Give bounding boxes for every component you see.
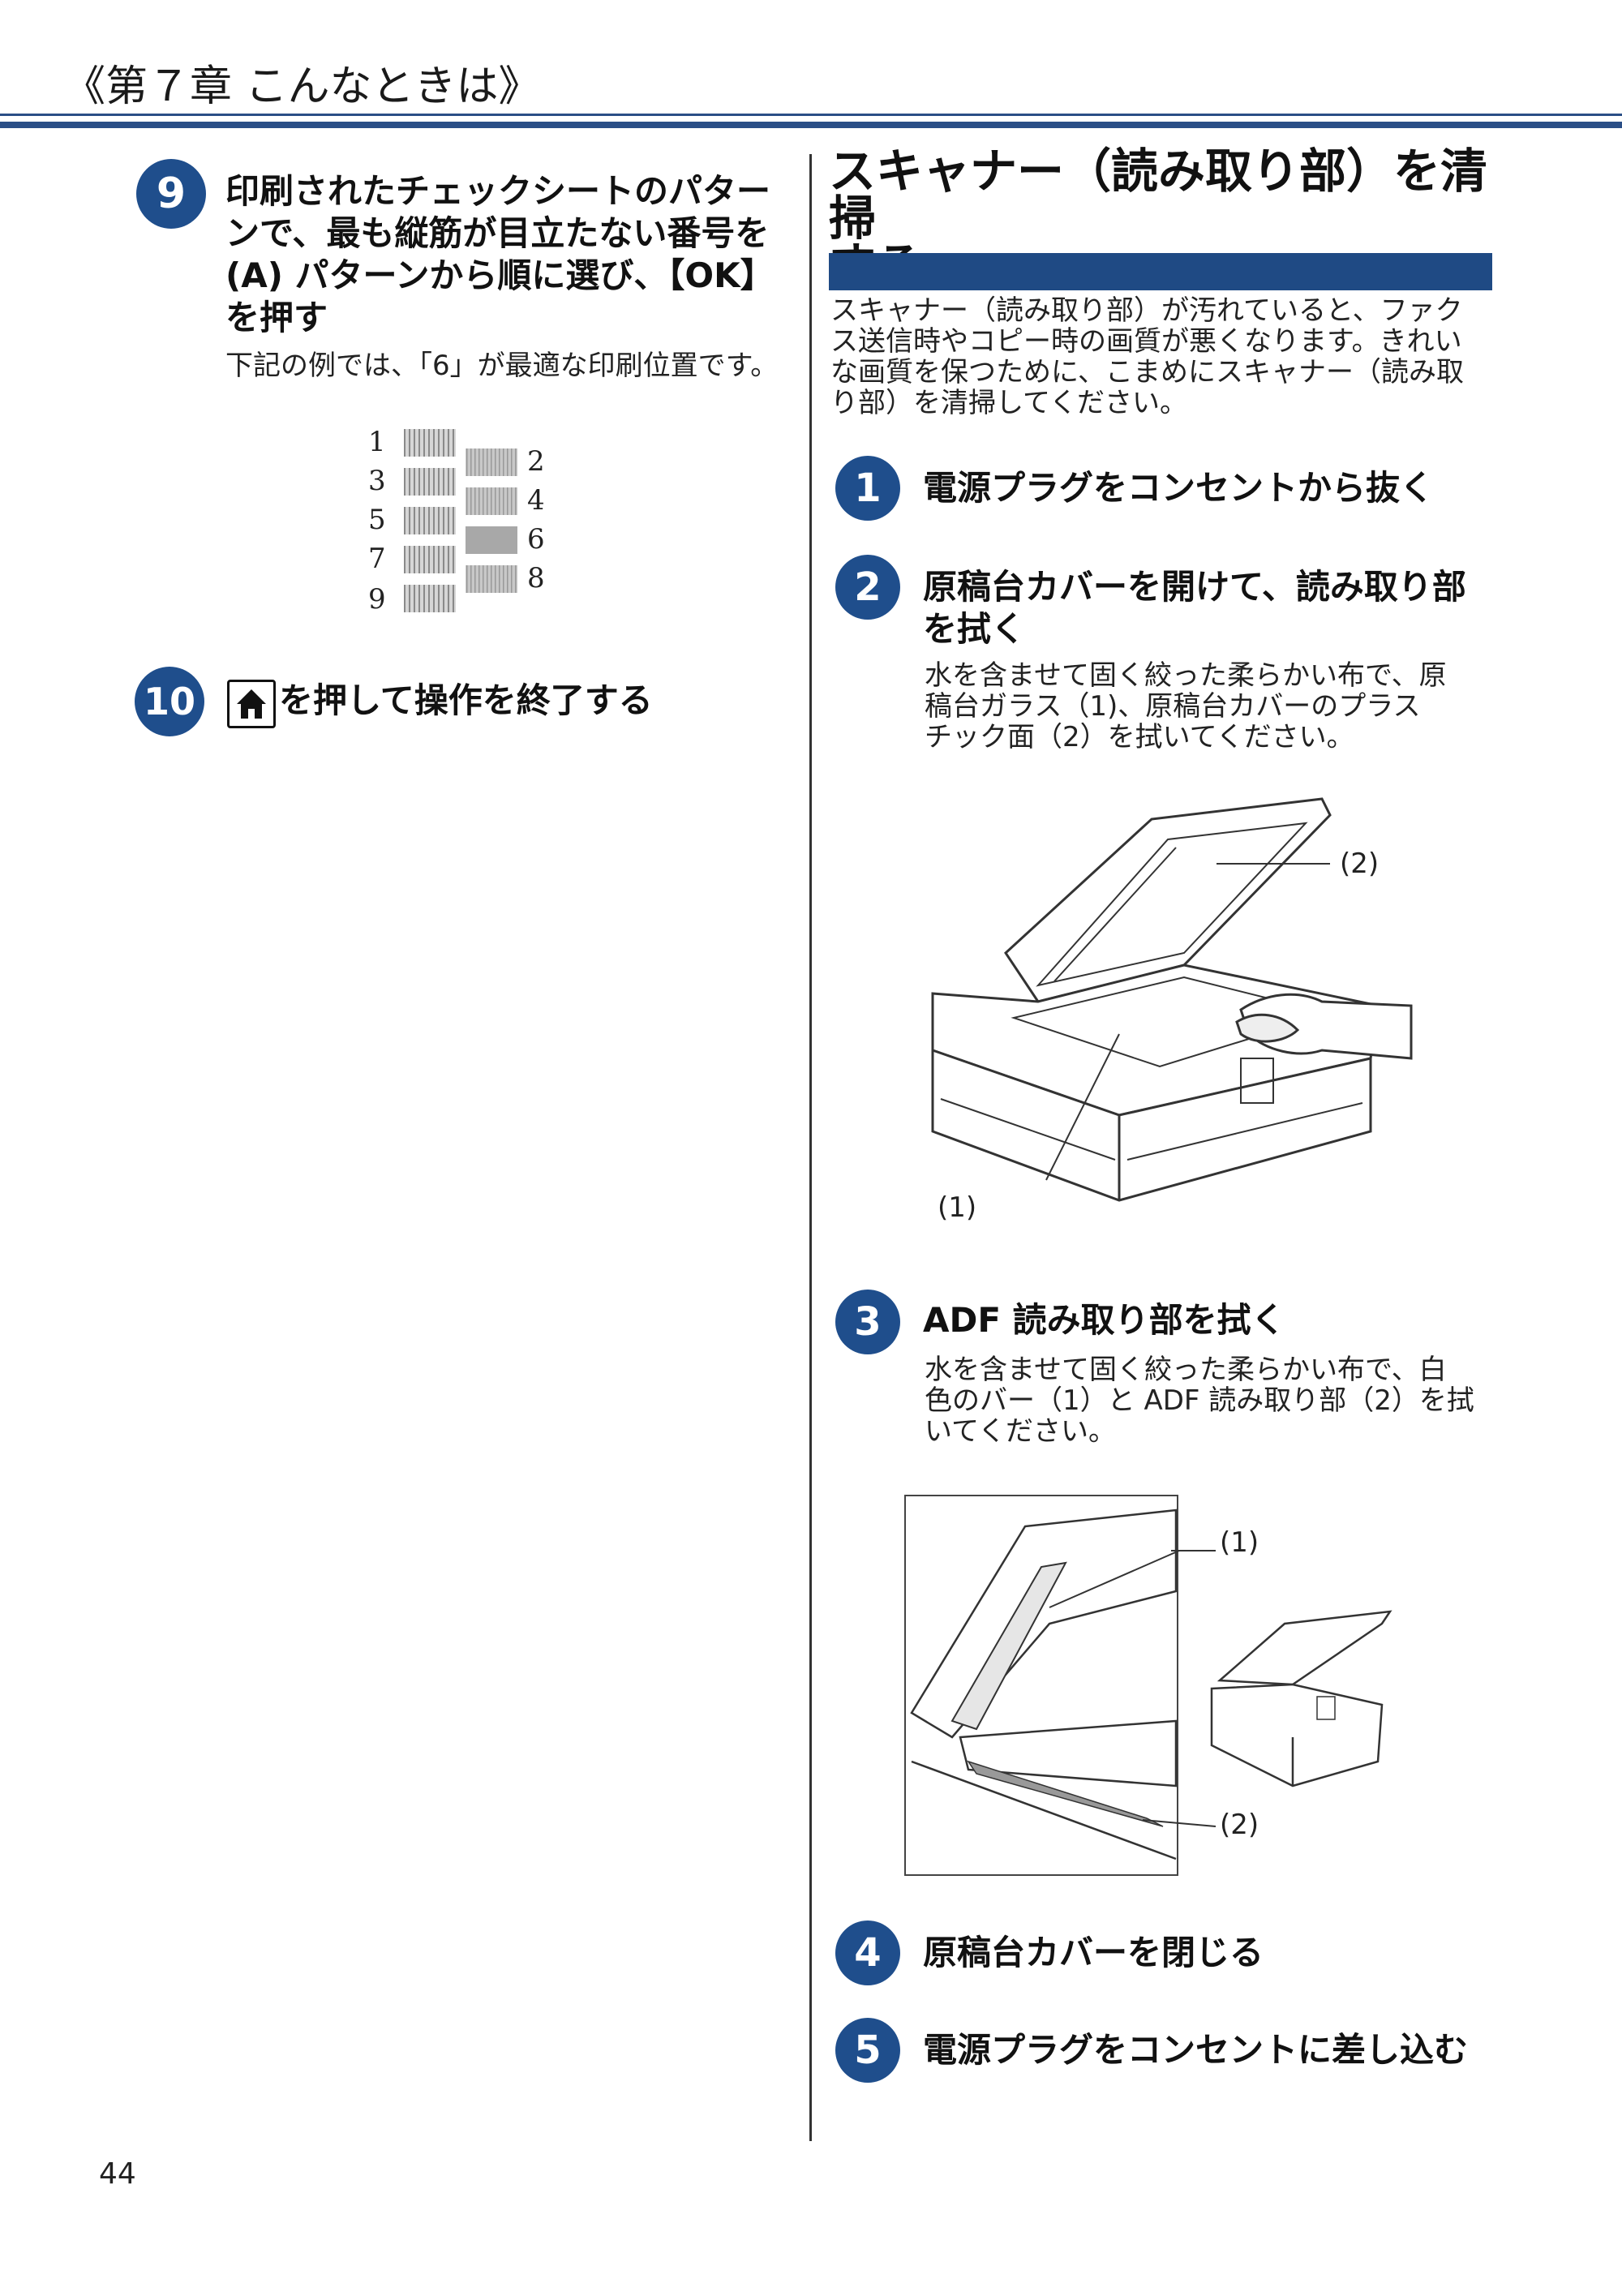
step-9-note: 下記の例では、「6」が最適な印刷位置です。 bbox=[225, 350, 779, 382]
step-9-heading-line: ンで、最も縦筋が目立たない番号を bbox=[225, 213, 770, 253]
section-bar bbox=[829, 253, 1492, 290]
step-2-heading: 原稿台カバーを開けて、読み取り部 を拭く bbox=[923, 566, 1507, 650]
figure-1-label-2: (2) bbox=[1340, 848, 1380, 880]
step-9-heading: 印刷されたチェックシートのパター ンで、最も縦筋が目立たない番号を (A) パタ… bbox=[225, 170, 809, 339]
header-rule-thin bbox=[0, 114, 1622, 116]
adf-cleaning-illustration: (1) (2) bbox=[903, 1494, 1439, 1883]
step-2-heading-line: 原稿台カバーを開けて、読み取り部 bbox=[923, 567, 1466, 607]
pattern-number: 1 bbox=[368, 426, 386, 458]
step-3-heading: ADF 読み取り部を拭く bbox=[923, 1300, 1285, 1340]
step-3-body-line: 水を含ませて固く絞った柔らかい布で、白 bbox=[925, 1354, 1447, 1386]
pattern-number: 8 bbox=[527, 562, 545, 594]
step-3-badge: 3 bbox=[835, 1290, 900, 1354]
page-number: 44 bbox=[99, 2157, 136, 2191]
header-rule-thick bbox=[0, 122, 1622, 128]
step-5-heading: 電源プラグをコンセントに差し込む bbox=[923, 2030, 1469, 2070]
pattern-number: 6 bbox=[527, 523, 545, 556]
pattern-number: 3 bbox=[368, 465, 386, 497]
step-2-badge: 2 bbox=[835, 555, 900, 620]
step-3-body: 水を含ませて固く絞った柔らかい布で、白 色のバー（1）と ADF 読み取り部（2… bbox=[925, 1354, 1508, 1447]
step-3-body-line: いてください。 bbox=[925, 1415, 1116, 1448]
section-intro-line: スキャナー（読み取り部）が汚れていると、ファク bbox=[830, 294, 1463, 327]
step-2-body-line: チック面（2）を拭いてください。 bbox=[925, 721, 1354, 753]
step-9-heading-line: 印刷されたチェックシートのパター bbox=[225, 171, 771, 211]
adf-detail-drawing bbox=[904, 1495, 1392, 1876]
pattern-number: 4 bbox=[527, 484, 545, 517]
step-3-body-line: 色のバー（1）と ADF 読み取り部（2）を拭 bbox=[925, 1384, 1474, 1417]
pattern-number: 9 bbox=[368, 583, 386, 616]
figure-1-label-1: (1) bbox=[938, 1191, 977, 1224]
home-icon bbox=[227, 680, 276, 728]
step-4-badge: 4 bbox=[835, 1920, 900, 1985]
pattern-number: 7 bbox=[368, 543, 386, 575]
step-2-body: 水を含ませて固く絞った柔らかい布で、原 稿台ガラス（1)、原稿台カバーのプラス … bbox=[925, 660, 1508, 753]
step-10-heading: を押して操作を終了する bbox=[279, 680, 653, 720]
pattern-bars-graphic bbox=[404, 429, 517, 612]
step-9-heading-line: (A) パターンから順に選び、【OK】 bbox=[225, 255, 775, 295]
section-title-line: スキャナー（読み取り部）を清掃 bbox=[829, 144, 1488, 246]
step-4-heading: 原稿台カバーを閉じる bbox=[923, 1933, 1264, 1972]
section-intro-line: ス送信時やコピー時の画質が悪くなります。きれい bbox=[830, 325, 1462, 358]
scanner-cleaning-illustration: (2) (1) bbox=[916, 791, 1419, 1237]
step-2-body-line: 稿台ガラス（1)、原稿台カバーのプラス bbox=[925, 690, 1421, 723]
step-1-heading: 電源プラグをコンセントから抜く bbox=[923, 468, 1435, 508]
chapter-title: 《第７章 こんなときは》 bbox=[63, 62, 541, 111]
pattern-number: 2 bbox=[527, 445, 545, 478]
printer-open-lid-drawing bbox=[931, 797, 1413, 1202]
column-divider bbox=[809, 154, 812, 2141]
pattern-number: 5 bbox=[368, 504, 386, 536]
section-intro-line: り部）を清掃してください。 bbox=[830, 387, 1187, 419]
step-5-badge: 5 bbox=[835, 2018, 900, 2083]
check-sheet-pattern: 1 2 3 4 5 6 7 8 9 bbox=[365, 426, 568, 620]
figure-2-label-1: (1) bbox=[1220, 1526, 1259, 1559]
step-2-body-line: 水を含ませて固く絞った柔らかい布で、原 bbox=[925, 659, 1447, 692]
step-10-badge: 10 bbox=[135, 667, 204, 736]
step-9-heading-line: を押す bbox=[225, 298, 328, 337]
figure-2-label-2: (2) bbox=[1220, 1809, 1259, 1841]
step-1-badge: 1 bbox=[835, 456, 900, 521]
section-intro-line: な画質を保つために、こまめにスキャナー（読み取 bbox=[830, 356, 1464, 388]
section-intro: スキャナー（読み取り部）が汚れていると、ファク ス送信時やコピー時の画質が悪くな… bbox=[830, 295, 1504, 418]
step-9-badge: 9 bbox=[136, 159, 206, 229]
step-2-heading-line: を拭く bbox=[923, 609, 1026, 649]
